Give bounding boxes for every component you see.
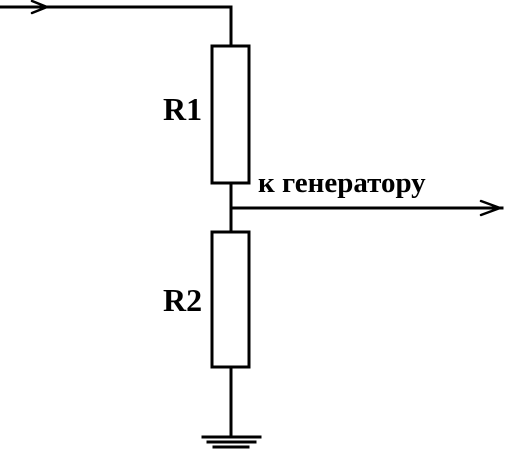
arrow-right-icon	[479, 199, 502, 217]
ground-icon	[201, 435, 262, 449]
resistor-r2	[210, 230, 251, 369]
output-label: к генератору	[258, 167, 426, 199]
r1-label: R1	[163, 91, 203, 127]
resistor-r1	[210, 44, 251, 185]
r2-label: R2	[163, 282, 203, 318]
arrow-right-icon	[30, 0, 49, 15]
